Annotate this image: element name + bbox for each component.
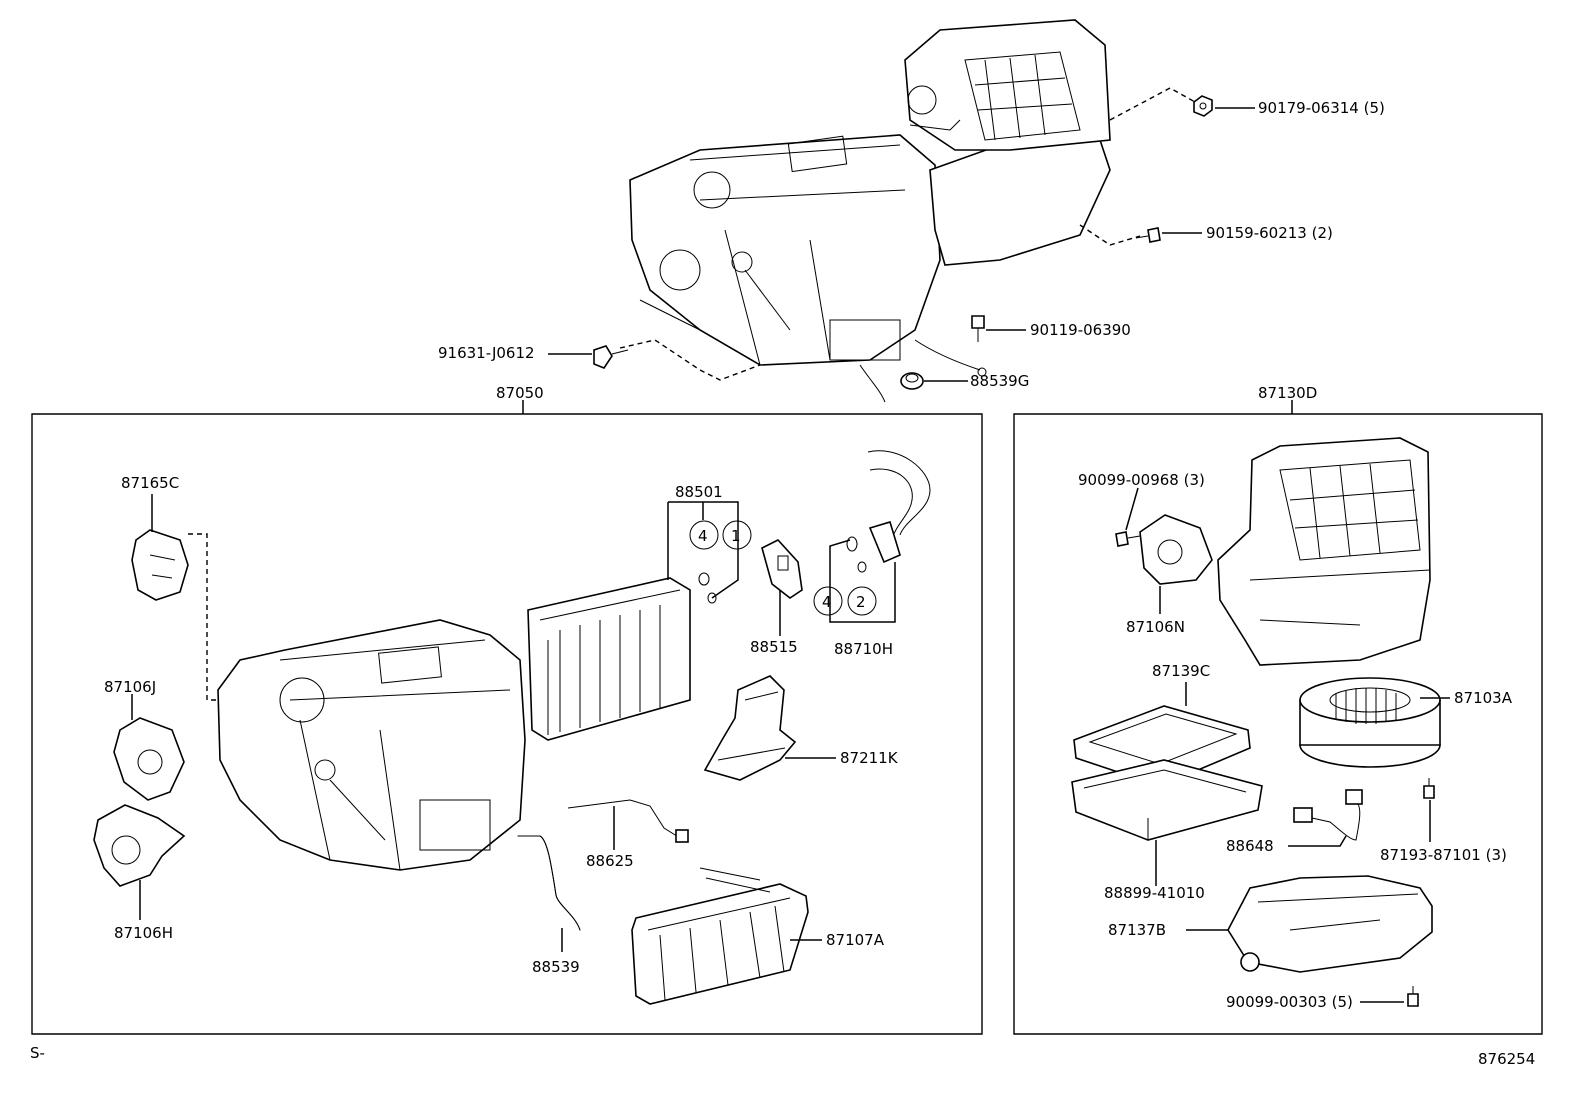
- label-91631-j0612: 91631-J0612: [438, 344, 535, 362]
- part-87107a-drawing: [631, 867, 822, 1005]
- label-87106n: 87106N: [1126, 618, 1185, 636]
- part-87165c-drawing: [131, 494, 218, 701]
- label-87139c: 87139C: [1152, 662, 1210, 680]
- part-87211k-drawing: [703, 675, 836, 781]
- label-87103a: 87103A: [1454, 689, 1513, 707]
- label-88625: 88625: [586, 852, 634, 870]
- part-87106j-drawing: [113, 694, 185, 801]
- label-87050: 87050: [496, 384, 544, 402]
- svg-text:1: 1: [731, 527, 741, 545]
- part-87106h-drawing: [93, 804, 186, 920]
- label-88539: 88539: [532, 958, 580, 976]
- label-87211k: 87211K: [840, 749, 899, 767]
- svg-text:4: 4: [698, 527, 708, 545]
- label-87193-87101: 87193-87101 (3): [1380, 846, 1507, 864]
- part-87050-unit-drawing: [217, 619, 526, 871]
- label-87137b: 87137B: [1108, 921, 1166, 939]
- part-87137b-drawing: [1186, 875, 1433, 973]
- label-88539g: 88539G: [970, 372, 1029, 390]
- label-87106j: 87106J: [104, 678, 156, 696]
- part-87103a-drawing: [1299, 677, 1450, 768]
- label-88899-41010: 88899-41010: [1104, 884, 1205, 902]
- label-87107a: 87107A: [826, 931, 885, 949]
- svg-text:4: 4: [822, 593, 832, 611]
- part-88515-drawing: [761, 539, 803, 636]
- part-88899-41010-drawing: [1071, 759, 1263, 886]
- part-88539-drawing: [517, 835, 581, 952]
- label-88648: 88648: [1226, 837, 1274, 855]
- label-87165c: 87165C: [121, 474, 179, 492]
- part-88710h-drawing: [829, 450, 931, 623]
- footer-left-code: S-: [30, 1044, 45, 1062]
- part-87130d-case-drawing: [1217, 437, 1431, 666]
- part-87193-87101-drawing: [1423, 778, 1435, 842]
- callout-88501-4: 4: [689, 520, 719, 550]
- label-90099-00303: 90099-00303 (5): [1226, 993, 1353, 1011]
- part-88648-drawing: [1288, 789, 1363, 847]
- label-87130d: 87130D: [1258, 384, 1317, 402]
- label-88710h: 88710H: [834, 640, 893, 658]
- label-90159-60213: 90159-60213 (2): [1206, 224, 1333, 242]
- svg-text:2: 2: [856, 593, 866, 611]
- label-88501: 88501: [675, 483, 723, 501]
- callout-88501-1: 1: [722, 520, 752, 550]
- part-87139c-drawing: [1073, 682, 1251, 787]
- part-88625-drawing: [567, 799, 689, 850]
- label-90119-06390: 90119-06390: [1030, 321, 1131, 339]
- part-90099-00303-drawing: [1360, 986, 1419, 1007]
- label-88515: 88515: [750, 638, 798, 656]
- part-90099-00968-drawing: [1115, 487, 1141, 547]
- top-assembly-drawing: [548, 19, 1255, 403]
- label-90099-00968: 90099-00968 (3): [1078, 471, 1205, 489]
- label-90179-06314: 90179-06314 (5): [1258, 99, 1385, 117]
- frame-87050: [31, 400, 983, 1035]
- label-87106h: 87106H: [114, 924, 173, 942]
- part-87106n-drawing: [1139, 514, 1213, 614]
- part-88501-drawing: [527, 501, 739, 741]
- callout-88710h-4: 4: [813, 586, 843, 616]
- callout-88710h-2: 2: [847, 586, 877, 616]
- footer-right-code: 876254: [1478, 1050, 1535, 1068]
- frame-87130d: [1013, 400, 1543, 1035]
